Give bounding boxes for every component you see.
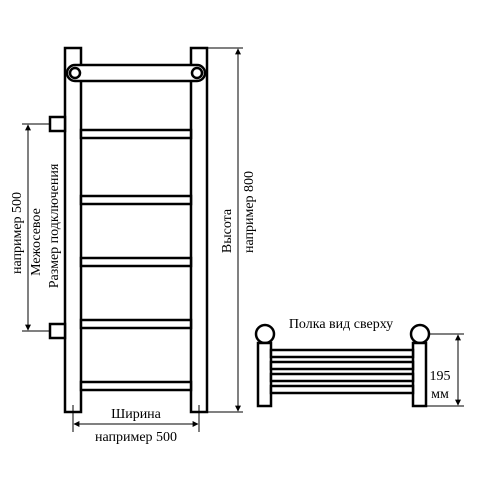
connection-size-label: Размер подключения xyxy=(47,163,62,288)
lower-connection-pipe xyxy=(48,322,67,340)
top-round-bar xyxy=(65,63,207,83)
dimension-lines xyxy=(22,47,464,432)
shelf-depth-unit: мм xyxy=(431,387,449,402)
center-distance-value-label: например 500 xyxy=(10,192,25,274)
rung-1 xyxy=(79,128,193,140)
rung-4 xyxy=(79,318,193,330)
width-label: Ширина xyxy=(111,407,162,422)
rung-3 xyxy=(79,256,193,268)
shelf-left-knob xyxy=(254,323,276,345)
shelf-right-post xyxy=(411,341,428,408)
towel-rail-front-view xyxy=(48,46,209,414)
top-bar-left-cap xyxy=(68,66,82,80)
center-distance-label: Межосевое xyxy=(29,208,44,276)
shelf-bar-3 xyxy=(269,372,415,383)
shelf-right-knob xyxy=(409,323,431,345)
rung-2 xyxy=(79,194,193,206)
top-bar-right-cap xyxy=(190,66,204,80)
upper-connection-pipe xyxy=(48,115,67,133)
shelf-top-view xyxy=(254,323,431,408)
shelf-depth-value: 195 xyxy=(430,369,451,384)
height-example-label: например 800 xyxy=(242,171,257,253)
height-label: Высота xyxy=(220,208,235,253)
width-example-label: например 500 xyxy=(95,430,177,445)
shelf-bar-2 xyxy=(269,360,415,371)
shelf-bar-1 xyxy=(269,348,415,359)
shelf-bar-4 xyxy=(269,384,415,395)
left-post xyxy=(63,46,83,414)
shelf-title: Полка вид сверху xyxy=(289,317,393,332)
shelf-left-post xyxy=(256,341,273,408)
rung-5 xyxy=(79,380,193,392)
right-post xyxy=(189,46,209,414)
